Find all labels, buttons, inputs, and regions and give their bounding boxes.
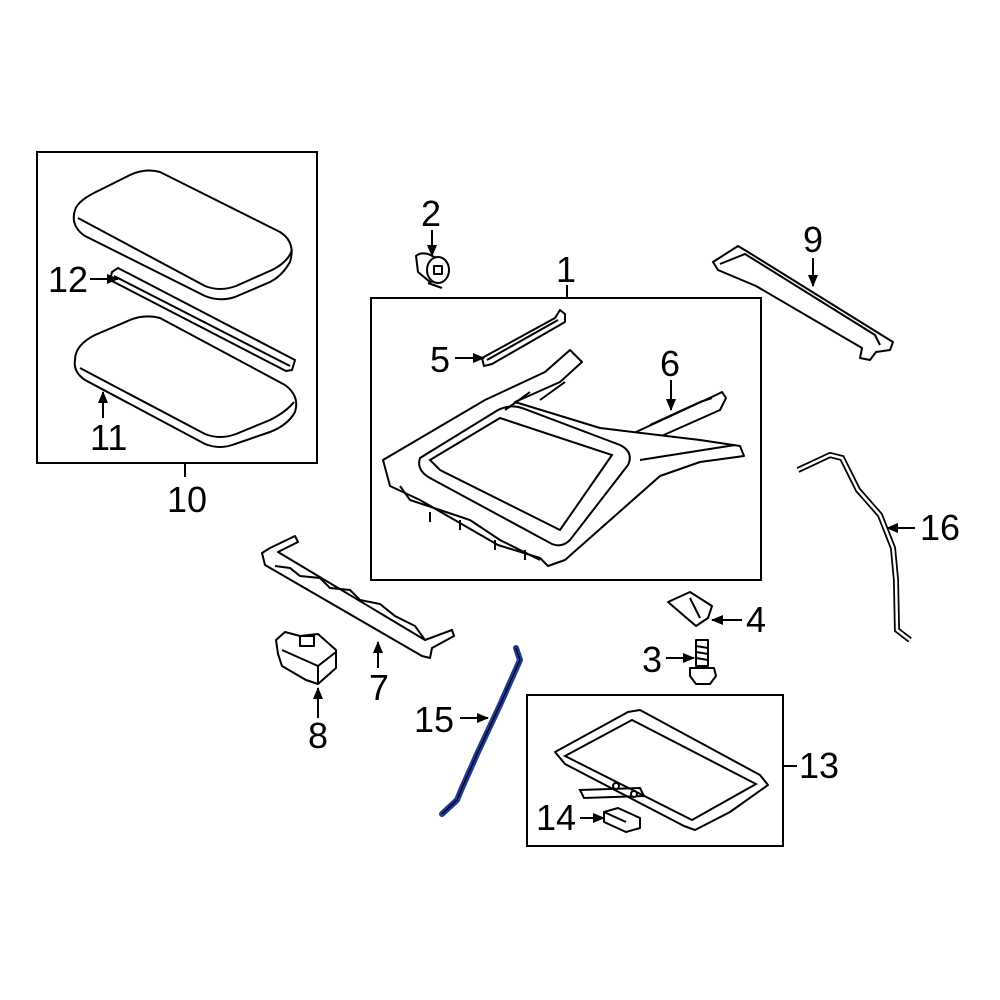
- callout-4: 4: [746, 599, 767, 640]
- callout-1: 1: [556, 249, 577, 290]
- callout-6: 6: [660, 343, 681, 384]
- callout-11: 11: [90, 417, 128, 458]
- clip-4-part[interactable]: [667, 591, 713, 627]
- callout-14: 14: [536, 797, 577, 838]
- callout-12: 12: [48, 259, 89, 300]
- group-box-10: [36, 151, 318, 464]
- callout-5: 5: [430, 339, 451, 380]
- callout-13: 13: [799, 745, 840, 786]
- callout-2: 2: [421, 193, 442, 234]
- callout-10: 10: [167, 479, 208, 520]
- callout-16: 16: [920, 507, 961, 548]
- callout-15: 15: [414, 699, 455, 740]
- sunroof-frame-part[interactable]: [382, 349, 745, 567]
- glass-panel-part[interactable]: [72, 169, 293, 301]
- rail-7-part[interactable]: [261, 535, 455, 659]
- bolt-3-part[interactable]: [689, 639, 717, 685]
- nut-part[interactable]: [415, 252, 450, 289]
- handle-14-part[interactable]: [603, 807, 641, 833]
- callout-9: 9: [803, 219, 824, 260]
- drain-hose-16-part[interactable]: [796, 451, 912, 643]
- seal-15-part[interactable]: [439, 645, 523, 817]
- glass-lower-part[interactable]: [73, 315, 298, 448]
- bracket-8-part[interactable]: [275, 631, 337, 685]
- rail-9-part[interactable]: [712, 245, 894, 361]
- sunshade-13-part[interactable]: [554, 709, 769, 831]
- bracket-5-part[interactable]: [481, 309, 566, 367]
- callout-8: 8: [308, 715, 329, 756]
- group-box-13: [526, 694, 784, 847]
- callout-7: 7: [369, 667, 390, 708]
- callout-3: 3: [642, 639, 663, 680]
